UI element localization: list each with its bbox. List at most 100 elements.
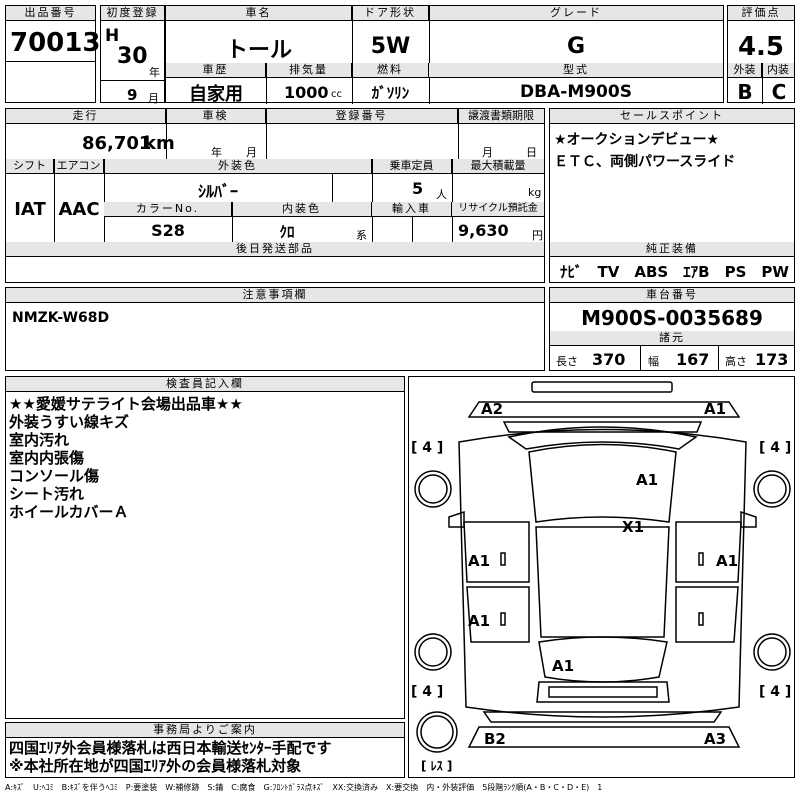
genuine-equipment-label: 純正装備: [550, 242, 794, 257]
damage-rear-left: B2: [484, 730, 506, 748]
score-box: 評価点 4.5 外装 内装 B C: [727, 5, 795, 104]
damage-left-rear-door: A1: [468, 612, 491, 630]
ext-color-label: 外装色: [104, 159, 372, 174]
inspection-year-unit: 年: [211, 146, 222, 159]
chassis-box: 車台番号 M900S-0035689 諸元 長さ 370 幅 167 高さ 17…: [549, 287, 795, 371]
model-label: 型式: [429, 63, 723, 78]
tire-rear-left: [ 4 ]: [411, 684, 444, 700]
door-type: 5W: [370, 34, 411, 59]
shift-label: シフト: [6, 159, 54, 174]
car-outline-drawing: [414, 381, 791, 753]
notes-box: 注意事項欄 NMZK-W68D: [5, 287, 545, 371]
sales-point-item: ★オークションデビュー★: [554, 132, 720, 148]
inspector-note: コンソール傷: [9, 467, 100, 485]
inspector-box: 検査員記入欄 ★★愛媛サテライト会場出品車★★ 外装うすい線キズ 室内汚れ 室内…: [5, 376, 405, 719]
tire-rear-right: [ 4 ]: [759, 684, 792, 700]
lot-number-box: 出品番号 70013: [5, 5, 100, 103]
first-reg-year-unit: 年: [149, 66, 160, 79]
office-note: 四国ｴﾘｱ外会員様落札は西日本輸送ｾﾝﾀｰ手配です: [9, 739, 332, 757]
sales-point-item: ＥＴＣ、両側パワースライド: [554, 154, 736, 170]
import-label: 輸入車: [372, 202, 452, 217]
length-label: 長さ: [556, 355, 578, 368]
inspector-note: 室内内張傷: [9, 449, 85, 467]
interior-color-unit: 系: [356, 229, 367, 242]
office-label: 事務局よりご案内: [6, 723, 404, 738]
notes-label: 注意事項欄: [6, 288, 544, 303]
fuel-label: 燃料: [352, 63, 429, 78]
width-label: 幅: [648, 355, 659, 368]
dims-label: 諸元: [550, 331, 794, 346]
notes-text: NMZK-W68D: [12, 310, 110, 326]
office-box: 事務局よりご案内 四国ｴﾘｱ外会員様落札は西日本輸送ｾﾝﾀｰ手配です ※本社所在…: [5, 722, 405, 778]
displacement-label: 排気量: [266, 63, 352, 78]
width-value: 167: [676, 350, 710, 369]
score-label: 評価点: [728, 6, 794, 21]
damage-front-left: A2: [481, 400, 504, 418]
door-label: ドア形状: [352, 6, 429, 21]
car-name-label: 車名: [166, 6, 352, 21]
genuine-equipment: ﾅﾋﾞ TV ABS ｴｱB PS PW: [560, 263, 789, 281]
inspector-note: 外装うすい線キズ: [9, 413, 130, 431]
first-reg-era: H: [105, 26, 120, 46]
sales-point-box: セールスポイント ★オークションデビュー★ ＥＴＣ、両側パワースライド 純正装備…: [549, 108, 795, 283]
exterior-label: 外装: [728, 63, 762, 78]
mileage: 86,701: [82, 133, 152, 154]
transfer-deadline-label: 譲渡書類期限: [458, 109, 544, 124]
fuel: ｶﾞｿﾘﾝ: [371, 84, 410, 102]
inspector-notes: ★★愛媛サテライト会場出品車★★ 外装うすい線キズ 室内汚れ 室内内張傷 コンソ…: [9, 395, 243, 521]
transfer-day-unit: 日: [526, 146, 537, 159]
int-color-label: 内装色: [232, 202, 372, 217]
max-load-unit: kg: [528, 186, 542, 199]
exterior-grade: B: [737, 80, 753, 104]
damage-left-front-door: A1: [468, 552, 491, 570]
interior-grade: C: [771, 80, 787, 104]
lot-number-label: 出品番号: [6, 6, 95, 21]
interior-color: ｸﾛ: [279, 223, 295, 241]
max-load-label: 最大積載量: [452, 159, 544, 174]
model-code: DBA-M900S: [520, 82, 632, 102]
exterior-color: ｼﾙﾊﾞｰ: [197, 182, 238, 201]
score: 4.5: [737, 32, 785, 62]
inspection-month-unit: 月: [246, 146, 257, 159]
grade: G: [566, 34, 586, 59]
chassis-label: 車台番号: [550, 288, 794, 303]
height-value: 173: [755, 350, 789, 369]
capacity-unit: 人: [436, 188, 447, 201]
chassis-number: M900S-0035689: [581, 306, 763, 330]
sales-point-label: セールスポイント: [550, 109, 794, 124]
mileage-label: 走行: [6, 109, 166, 124]
office-note: ※本社所在地が四国ｴﾘｱ外の会員様落札対象: [9, 757, 302, 775]
damage-hood: A1: [636, 471, 659, 489]
first-registration-box: 初度登録 H 30 年 9 月: [100, 5, 165, 105]
grade-label: グレード: [429, 6, 723, 21]
inspector-note: ホイールカバーＡ: [9, 503, 129, 521]
aircon-label: エアコン: [54, 159, 104, 174]
lot-number: 70013: [10, 28, 101, 58]
office-notes: 四国ｴﾘｱ外会員様落札は西日本輸送ｾﾝﾀｰ手配です ※本社所在地が四国ｴﾘｱ外の…: [9, 739, 332, 775]
inspector-label: 検査員記入欄: [6, 377, 404, 392]
capacity-label: 乗車定員: [372, 159, 452, 174]
history: 自家用: [189, 84, 243, 105]
length-value: 370: [592, 350, 626, 369]
recycle-fee: 9,630: [458, 221, 509, 240]
recycle-label: リサイクル預託金: [452, 202, 544, 217]
interior-label: 内装: [762, 63, 794, 78]
mileage-unit: km: [144, 133, 175, 154]
spare-tire: [ ﾚｽ ]: [421, 759, 453, 773]
history-label: 車歴: [166, 63, 266, 78]
first-reg-year: 30: [117, 44, 148, 69]
recycle-fee-unit: 円: [532, 229, 543, 242]
displacement: 1000: [284, 83, 329, 102]
first-reg-month: 9: [127, 86, 138, 104]
inspector-note: シート汚れ: [9, 485, 85, 503]
shift-type: IAT: [14, 199, 46, 220]
damage-roof: X1: [622, 518, 645, 536]
later-parts-label: 後日発送部品: [6, 242, 544, 257]
sales-point-list: ★オークションデビュー★ ＥＴＣ、両側パワースライド: [554, 129, 735, 173]
tire-front-right: [ 4 ]: [759, 440, 792, 456]
vehicle-details-box: 走行 車検 登録番号 譲渡書類期限 86,701 km 年 月 月 日 シフト …: [5, 108, 545, 283]
displacement-unit: cc: [331, 89, 342, 100]
legend: A:ｷｽﾞ U:ﾍｺﾐ B:ｷｽﾞを伴うﾍｺﾐ P:要塗装 W:補修跡 S:錆 …: [5, 783, 603, 792]
inspection-label: 車検: [166, 109, 266, 124]
first-reg-month-unit: 月: [148, 92, 159, 105]
